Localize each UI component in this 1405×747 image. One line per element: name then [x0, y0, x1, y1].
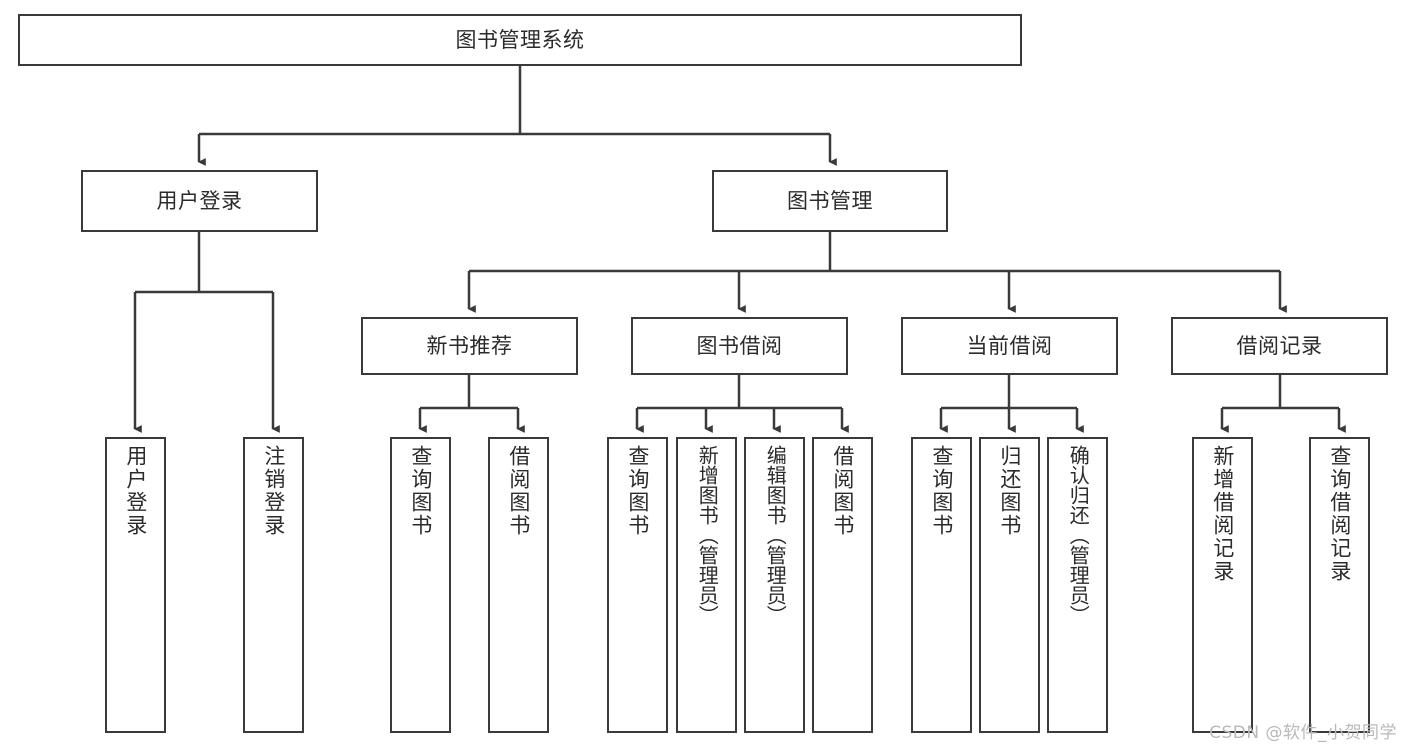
- leaf-logout[interactable]: 注销登录: [243, 437, 304, 733]
- leaf-br-query-record-label: 查询借阅记录: [1327, 445, 1352, 583]
- leaf-cb-return-book[interactable]: 归还图书: [979, 437, 1040, 733]
- leaf-bb-add-book-label: 新增图书（管理员）: [695, 445, 720, 625]
- leaf-bb-borrow-book-label: 借阅图书: [830, 445, 855, 537]
- node-user-login[interactable]: 用户登录: [81, 170, 318, 232]
- node-borrow-record-label: 借阅记录: [1236, 333, 1323, 358]
- leaf-cb-return-book-label: 归还图书: [997, 445, 1022, 537]
- leaf-bb-query-book[interactable]: 查询图书: [607, 437, 668, 733]
- leaf-nb-borrow-book[interactable]: 借阅图书: [488, 437, 549, 733]
- leaf-nb-query-book[interactable]: 查询图书: [390, 437, 451, 733]
- leaf-bb-edit-book-label: 编辑图书（管理员）: [763, 445, 788, 625]
- watermark-csdn: CSDN @软件_小贺同学: [1209, 723, 1397, 743]
- node-book-borrow-label: 图书借阅: [696, 333, 783, 358]
- node-new-book-recommend-label: 新书推荐: [426, 333, 513, 358]
- node-book-management-label: 图书管理: [787, 188, 873, 213]
- leaf-bb-add-book[interactable]: 新增图书（管理员）: [676, 437, 737, 733]
- leaf-br-add-record-label: 新增借阅记录: [1210, 445, 1235, 583]
- node-root[interactable]: 图书管理系统: [18, 14, 1022, 66]
- node-book-management[interactable]: 图书管理: [712, 170, 948, 232]
- node-book-borrow[interactable]: 图书借阅: [631, 317, 848, 375]
- leaf-bb-borrow-book[interactable]: 借阅图书: [812, 437, 873, 733]
- leaf-user-login-label: 用户登录: [123, 445, 148, 537]
- node-current-borrow-label: 当前借阅: [966, 333, 1053, 358]
- leaf-cb-query-book-label: 查询图书: [929, 445, 954, 537]
- leaf-user-login[interactable]: 用户登录: [105, 437, 166, 733]
- leaf-logout-label: 注销登录: [261, 445, 286, 537]
- leaf-cb-query-book[interactable]: 查询图书: [911, 437, 972, 733]
- leaf-cb-confirm-return-label: 确认归还（管理员）: [1066, 445, 1091, 625]
- leaf-bb-edit-book[interactable]: 编辑图书（管理员）: [744, 437, 805, 733]
- node-current-borrow[interactable]: 当前借阅: [901, 317, 1118, 375]
- node-user-login-label: 用户登录: [156, 188, 243, 213]
- leaf-nb-query-book-label: 查询图书: [408, 445, 433, 537]
- leaf-bb-query-book-label: 查询图书: [625, 445, 650, 537]
- leaf-nb-borrow-book-label: 借阅图书: [506, 445, 531, 537]
- leaf-br-add-record[interactable]: 新增借阅记录: [1192, 437, 1253, 733]
- node-root-label: 图书管理系统: [455, 27, 585, 52]
- node-new-book-recommend[interactable]: 新书推荐: [361, 317, 578, 375]
- leaf-cb-confirm-return[interactable]: 确认归还（管理员）: [1047, 437, 1108, 733]
- leaf-br-query-record[interactable]: 查询借阅记录: [1309, 437, 1370, 733]
- node-borrow-record[interactable]: 借阅记录: [1171, 317, 1388, 375]
